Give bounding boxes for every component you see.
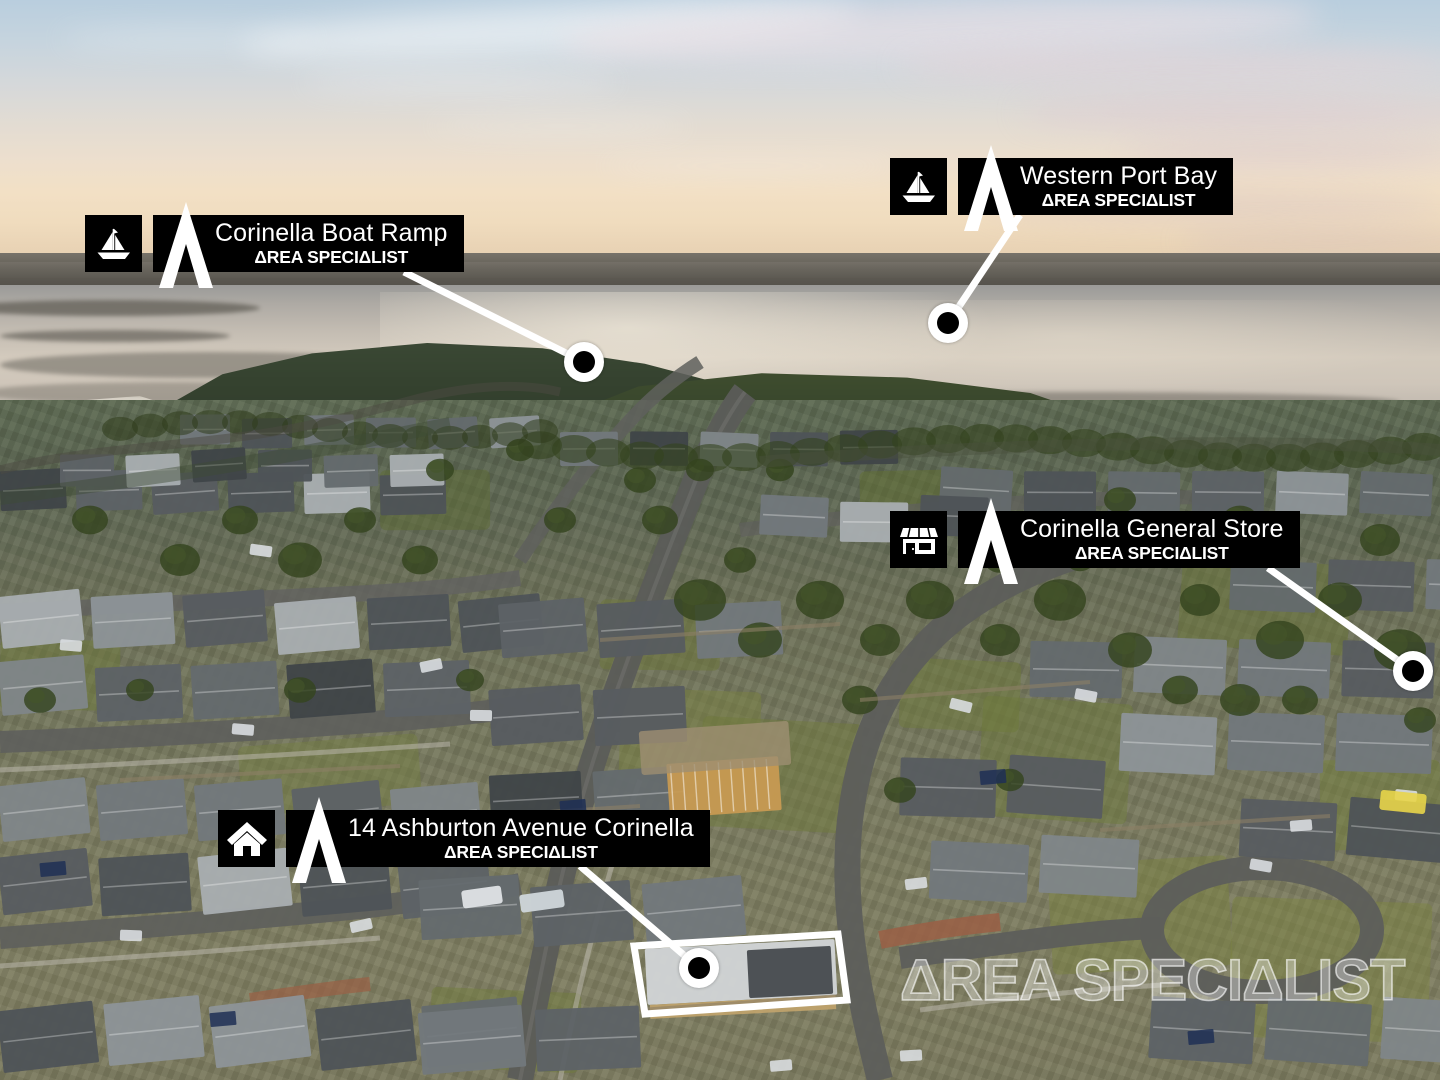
rooftop (1275, 470, 1349, 516)
mudflat (0, 300, 260, 316)
callout-text: Corinella General Store ΔREA SPECIΔLIST (1020, 514, 1284, 564)
rooftop (596, 598, 686, 659)
map-marker-boat-ramp[interactable] (564, 342, 604, 382)
rooftop (1038, 834, 1140, 898)
cloud (1020, 96, 1440, 130)
callout-bar: Corinella Boat Ramp ΔREA SPECIΔLIST (153, 202, 464, 288)
rooftop (208, 994, 312, 1069)
rooftop (103, 995, 205, 1066)
callout-title: Western Port Bay (1020, 161, 1218, 190)
callout-bar: 14 Ashburton Avenue Corinella ΔREA SPECI… (286, 797, 710, 883)
callout-title: 14 Ashburton Avenue Corinella (348, 813, 694, 842)
house-icon (218, 810, 275, 867)
callout-subtitle: ΔREA SPECIΔLIST (444, 842, 598, 863)
callout-property-address[interactable]: 14 Ashburton Avenue Corinella ΔREA SPECI… (218, 797, 710, 883)
rooftop (1227, 711, 1325, 774)
rooftop (1023, 471, 1097, 514)
callout-corinella-boat-ramp[interactable]: Corinella Boat Ramp ΔREA SPECIΔLIST (85, 202, 464, 288)
rooftop (98, 852, 192, 917)
rooftop (59, 454, 115, 487)
cloud (430, 120, 690, 132)
callout-bar: Western Port Bay ΔREA SPECIΔLIST (958, 145, 1234, 231)
rooftop (417, 1004, 527, 1075)
rooftop (928, 840, 1030, 903)
sailboat-icon (85, 215, 142, 272)
callout-text: 14 Ashburton Avenue Corinella ΔREA SPECI… (348, 813, 694, 863)
rooftop (0, 468, 67, 512)
icon-gap (947, 511, 958, 568)
mudflat (0, 330, 230, 342)
rooftop (90, 592, 176, 649)
rooftop (96, 778, 188, 842)
rooftop (383, 659, 471, 718)
callout-corinella-general-store[interactable]: Corinella General Store ΔREA SPECIΔLIST (890, 498, 1300, 584)
rooftop (641, 875, 747, 944)
rooftop (1118, 712, 1218, 776)
rooftop (0, 1000, 100, 1073)
cloud (1180, 230, 1440, 252)
rooftop (315, 999, 417, 1071)
storefront-icon (890, 511, 947, 568)
rooftop (759, 494, 829, 538)
storefront-glyph (899, 527, 938, 554)
water-sun-glint (700, 300, 1440, 390)
sailboat-glyph (97, 228, 130, 259)
rooftop (125, 453, 181, 488)
callout-subtitle: ΔREA SPECIΔLIST (1041, 190, 1196, 211)
icon-gap (947, 158, 958, 215)
rooftop (191, 447, 247, 483)
map-marker-general-store[interactable] (1393, 651, 1433, 691)
cloud (60, 30, 320, 48)
callout-text: Corinella Boat Ramp ΔREA SPECIΔLIST (215, 218, 448, 268)
callout-title: Corinella General Store (1020, 514, 1284, 543)
callout-bar: Corinella General Store ΔREA SPECIΔLIST (958, 498, 1300, 584)
rooftop (534, 1005, 642, 1072)
rooftop (498, 597, 588, 659)
rooftop (182, 589, 268, 648)
brand-watermark: ΔREA SPECIΔLIST (899, 948, 1406, 1013)
callout-title: Corinella Boat Ramp (215, 218, 448, 247)
rooftop (1132, 636, 1228, 696)
rooftop (1191, 470, 1265, 514)
rooftop (899, 757, 997, 818)
rooftop (529, 879, 635, 948)
rooftop (1359, 471, 1433, 517)
cloud (900, 46, 1440, 86)
map-marker-western-port-bay[interactable] (928, 303, 968, 343)
rooftop (1425, 559, 1440, 612)
rooftop (0, 654, 89, 716)
callout-subtitle: ΔREA SPECIΔLIST (1074, 543, 1229, 564)
rooftop (190, 660, 280, 720)
sailboat-glyph (902, 171, 935, 202)
callout-western-port-bay[interactable]: Western Port Bay ΔREA SPECIΔLIST (890, 145, 1234, 231)
rooftop (0, 848, 93, 916)
rooftop (488, 684, 584, 746)
rooftop (366, 594, 452, 651)
cloud (600, 160, 900, 172)
map-marker-property[interactable] (679, 948, 719, 988)
callout-text: Western Port Bay ΔREA SPECIΔLIST (1020, 161, 1218, 211)
rooftop (257, 449, 313, 482)
rooftop (1380, 996, 1440, 1066)
rooftop (0, 777, 91, 842)
rooftop (1238, 798, 1338, 862)
rooftop (323, 454, 379, 488)
cloud (300, 74, 620, 90)
house-glyph (226, 821, 267, 856)
icon-gap (275, 810, 286, 867)
icon-gap (142, 215, 153, 272)
sailboat-icon (890, 158, 947, 215)
rooftop (1006, 754, 1106, 819)
rooftop (227, 471, 295, 514)
rooftop (0, 588, 85, 649)
rooftop (274, 596, 360, 655)
rooftop (1264, 997, 1372, 1067)
callout-subtitle: ΔREA SPECIΔLIST (254, 247, 409, 268)
